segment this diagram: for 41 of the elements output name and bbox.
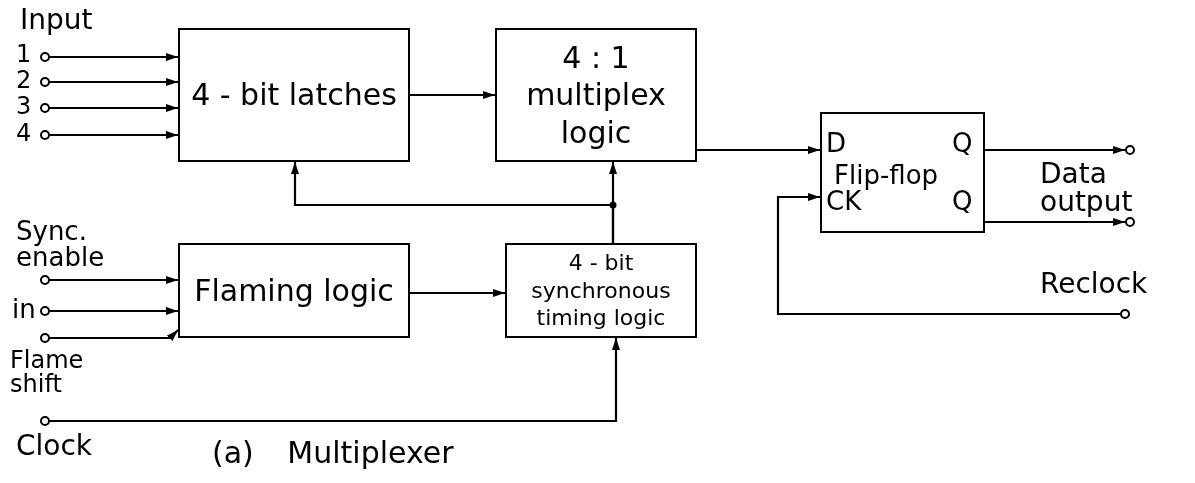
block-label: Flaming logic	[194, 271, 394, 310]
arrow	[776, 193, 1120, 316]
pin-label: D	[826, 130, 847, 156]
terminal-label: 4	[16, 121, 33, 145]
arrow	[410, 289, 505, 297]
arrow	[985, 146, 1125, 154]
block-title: Flip-flop	[834, 162, 939, 188]
arrow	[50, 307, 178, 315]
block-label: 4 - bit latches	[191, 76, 397, 114]
block-label: 4 : 1 multiplex logic	[525, 38, 667, 152]
terminal-label: in	[12, 296, 37, 322]
flip-flop-box	[820, 112, 985, 233]
logic-block	[495, 28, 697, 162]
arrow	[291, 162, 615, 243]
logic-block	[505, 243, 697, 338]
arrow	[50, 338, 620, 423]
terminal-label: Reclock	[1040, 270, 1149, 298]
terminal-label: Sync. enable	[16, 218, 106, 270]
arrow	[410, 91, 495, 99]
arrow	[697, 146, 820, 154]
pin-label: CK	[826, 188, 862, 214]
output-label: Data output	[1040, 160, 1134, 216]
arrow	[50, 131, 178, 139]
arrow	[50, 78, 178, 86]
pin-label: Q	[952, 188, 973, 214]
terminal-label: Clock	[16, 432, 94, 460]
terminal-label: Flame shift	[10, 348, 85, 396]
arrow	[985, 218, 1125, 226]
block-label: 4 - bit synchronous timing logic	[530, 249, 672, 332]
terminal-label: 1	[16, 42, 33, 66]
terminal-label: 3	[16, 94, 33, 118]
caption: (a) Multiplexer	[212, 438, 454, 468]
arrow	[50, 329, 179, 342]
arrow	[50, 53, 178, 61]
logic-block	[178, 28, 410, 162]
terminal-label: 2	[16, 68, 33, 92]
group-label: Input	[20, 6, 93, 34]
logic-block	[178, 243, 410, 338]
arrow	[50, 276, 178, 284]
pin-label: Q	[952, 130, 973, 156]
arrow	[50, 104, 178, 112]
